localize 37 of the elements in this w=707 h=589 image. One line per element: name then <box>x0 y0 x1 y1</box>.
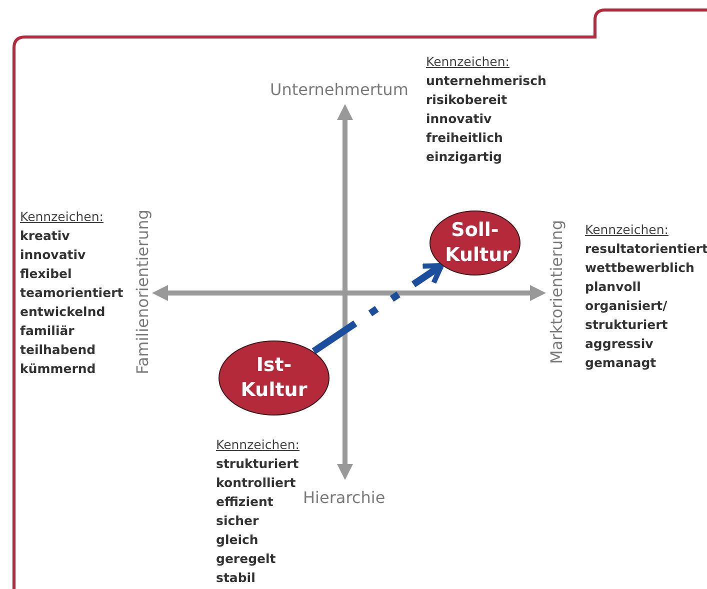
axis-label: Unternehmertum <box>270 80 408 100</box>
list-item: freiheitlich <box>426 129 503 147</box>
ellipse-label: Ist- Kultur <box>240 353 308 403</box>
list-item: familiär <box>20 322 74 340</box>
list-item: sicher <box>216 512 259 530</box>
ellipse-label: Soll- Kultur <box>444 218 513 268</box>
axis-label: Familienorientierung <box>133 210 153 374</box>
list-item: kreativ <box>20 227 70 245</box>
list-item: effizient <box>216 493 274 511</box>
list-item: entwickelnd <box>20 303 106 321</box>
list-item: strukturiert <box>216 455 299 473</box>
list-heading: Kennzeichen: <box>216 436 300 454</box>
list-heading: Kennzeichen: <box>20 208 104 226</box>
list-item: innovativ <box>20 246 86 264</box>
list-item: aggressiv <box>585 335 654 353</box>
list-item: risikobereit <box>426 91 508 109</box>
list-item: kontrolliert <box>216 474 296 492</box>
list-item: stabil <box>216 569 256 587</box>
list-heading: Kennzeichen: <box>426 53 510 71</box>
list-item: kümmernd <box>20 360 96 378</box>
list-item: wettbewerblich <box>585 259 696 277</box>
list-item: innovativ <box>426 110 492 128</box>
axis-label: Hierarchie <box>303 488 386 508</box>
list-item: flexibel <box>20 265 72 283</box>
list-item: unternehmerisch <box>426 72 546 90</box>
culture-ellipse <box>218 340 330 416</box>
culture-ellipse <box>429 210 521 276</box>
list-item: gleich <box>216 531 258 549</box>
axis-label: Marktorientierung <box>547 220 567 364</box>
list-item: gemanagt <box>585 354 658 372</box>
list-item: teilhabend <box>20 341 96 359</box>
list-heading: Kennzeichen: <box>585 221 668 239</box>
list-item: planvoll <box>585 278 642 296</box>
list-item: geregelt <box>216 550 276 568</box>
arrow <box>312 262 444 354</box>
list-item: teamorientiert <box>20 284 124 302</box>
list-item: einzigartig <box>426 148 502 166</box>
